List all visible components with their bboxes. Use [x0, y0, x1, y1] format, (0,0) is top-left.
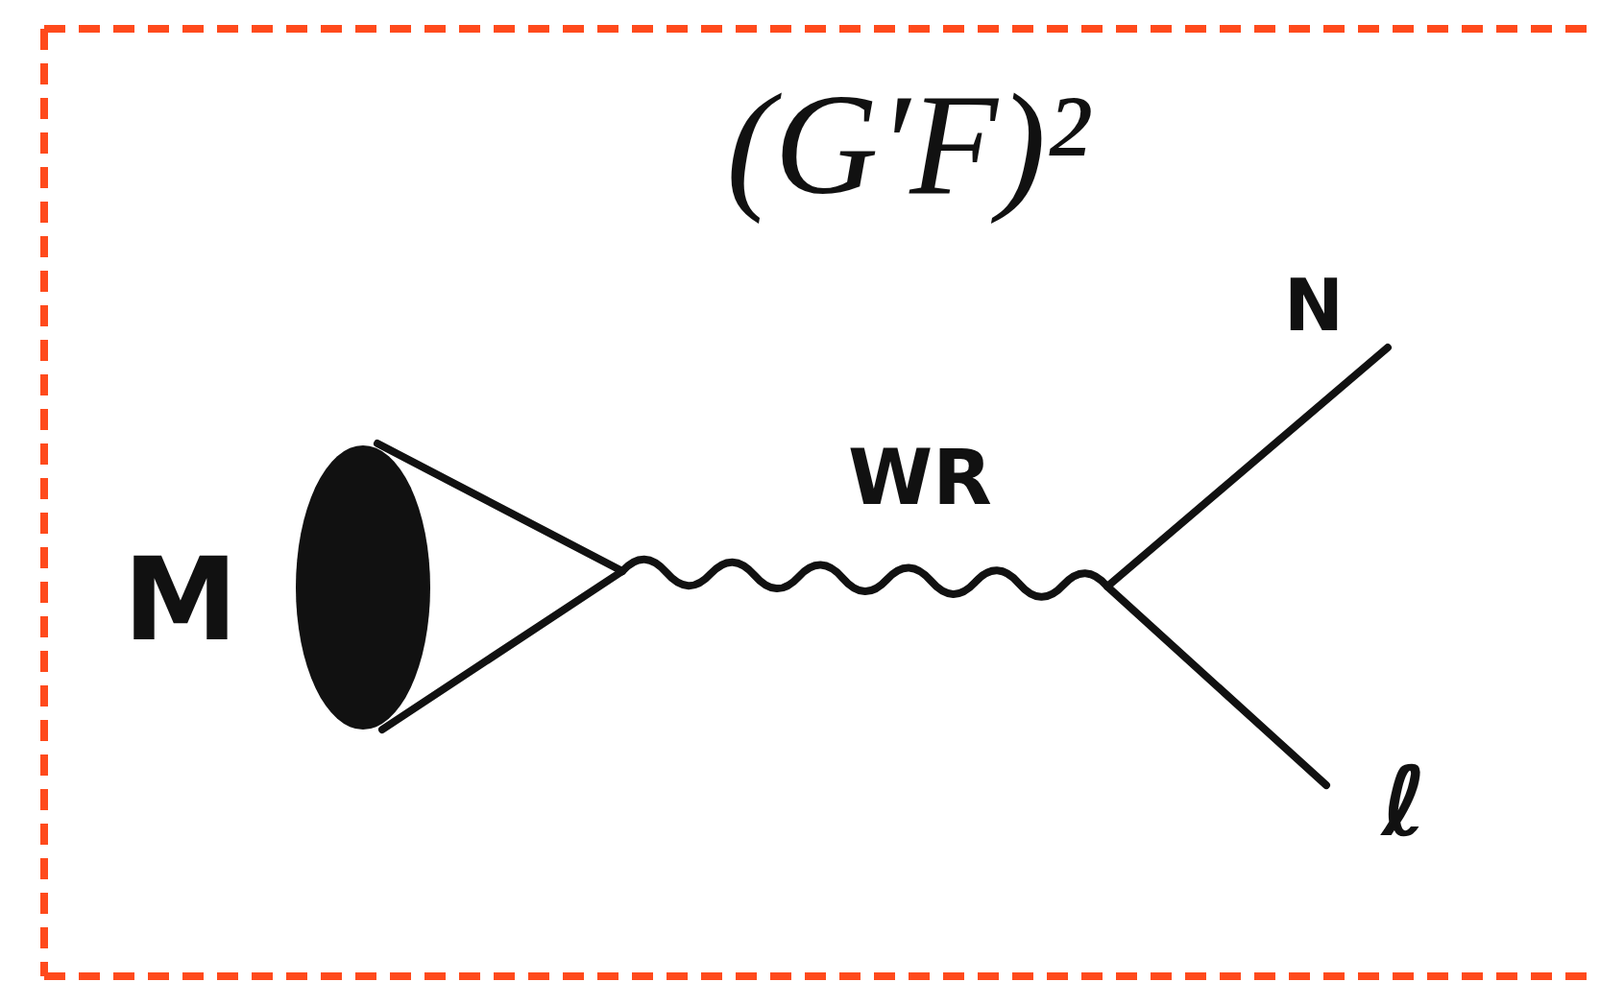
frame-bottom [44, 972, 1600, 981]
boson-label: WR [848, 439, 993, 517]
meson-blob [295, 445, 431, 730]
neutrino-line [1107, 347, 1388, 587]
lepton-line [1107, 586, 1327, 786]
frame-top [44, 24, 1600, 33]
neutrino-label: N [1284, 269, 1344, 341]
wr-boson-line [622, 559, 1108, 598]
coupling-title: (G′F)² [726, 72, 1090, 217]
dashed-frame [44, 28, 1600, 977]
quark-line [377, 443, 623, 572]
lepton-label: ℓ [1381, 754, 1427, 851]
antiquark-line [382, 571, 623, 730]
frame-left [40, 28, 49, 977]
meson-label: M [122, 542, 238, 658]
